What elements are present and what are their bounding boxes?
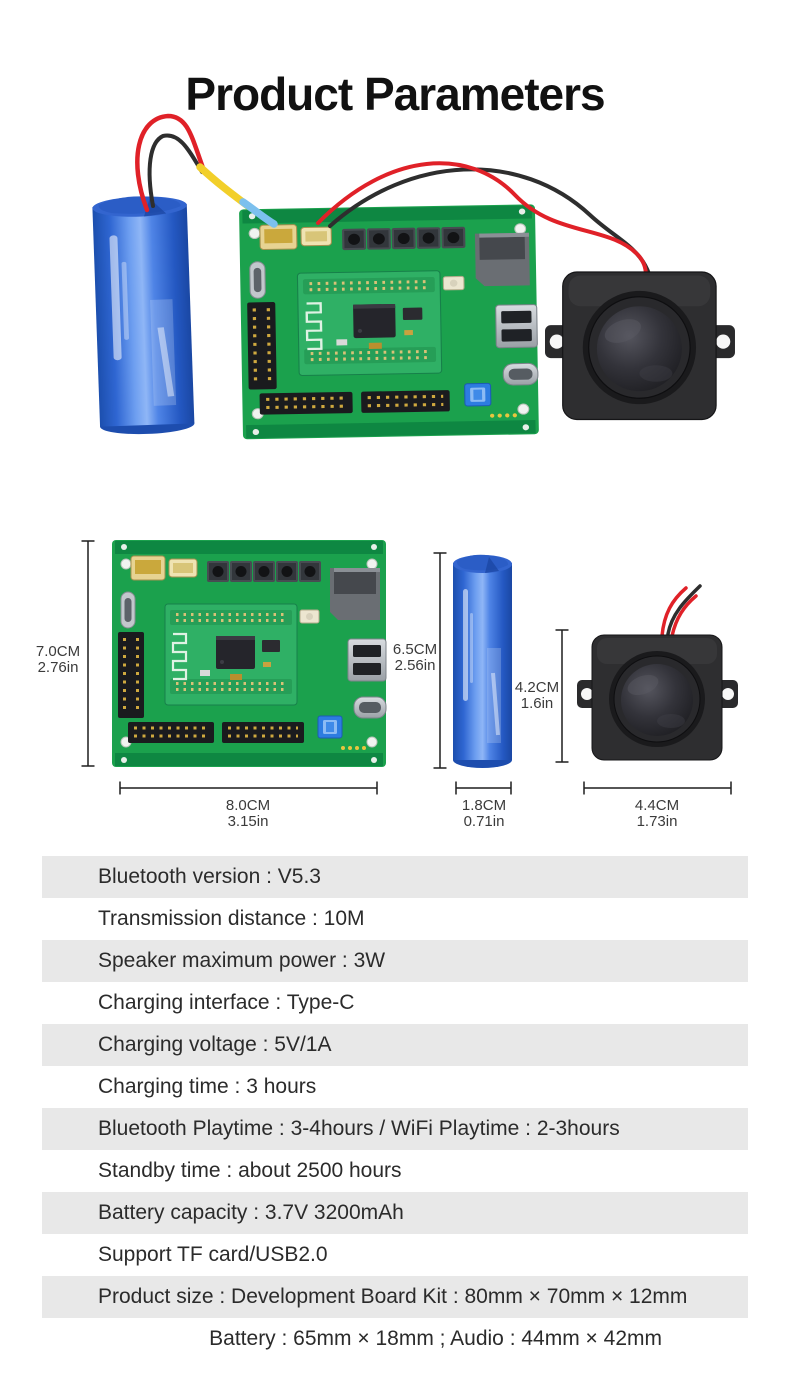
spec-row-transmission-distance: Transmission distance : 10M (42, 898, 748, 940)
spec-row-playtime: Bluetooth Playtime : 3-4hours / WiFi Pla… (42, 1108, 748, 1150)
speaker-leads (660, 584, 702, 638)
battery-photo (92, 195, 195, 436)
spec-row-charging-voltage: Charging voltage : 5V/1A (42, 1024, 748, 1066)
dev-board-diagram (110, 538, 388, 769)
speaker-height-label: 4.2CM 1.6in (514, 679, 560, 712)
spec-row-speaker-power: Speaker maximum power : 3W (42, 940, 748, 982)
battery-height-label: 6.5CM 2.56in (392, 641, 438, 674)
blue-sleeve (239, 198, 278, 228)
battery-red-wire (135, 113, 206, 213)
battery-width-dimension-line (455, 781, 512, 795)
spec-row-charging-time: Charging time : 3 hours (42, 1066, 748, 1108)
spec-row-tf-usb-support: Support TF card/USB2.0 (42, 1234, 748, 1276)
battery-width-label: 1.8CM 0.71in (461, 797, 507, 830)
speaker-diagram (576, 634, 739, 761)
spec-row-battery-capacity: Battery capacity : 3.7V 3200mAh (42, 1192, 748, 1234)
board-width-label: 8.0CM 3.15in (225, 797, 271, 830)
product-illustrations (81, 113, 739, 795)
speaker-red-wire (316, 161, 648, 298)
speaker-width-dimension-line (583, 781, 732, 795)
spec-row-product-size: Product size : Development Board Kit : 8… (42, 1276, 748, 1318)
speaker-photo (544, 271, 736, 421)
speaker-width-label: 4.4CM 1.73in (634, 797, 680, 830)
battery-height-dimension-line (433, 552, 447, 769)
page-title: Product Parameters (185, 68, 605, 120)
board-height-dimension-line (81, 540, 95, 767)
hero-photo (92, 113, 736, 441)
dev-board-photo (237, 202, 541, 441)
battery-diagram (451, 552, 514, 770)
board-width-dimension-line (119, 781, 378, 795)
spec-list: Bluetooth version : V5.3 Transmission di… (0, 856, 790, 1360)
speaker-height-dimension-line (555, 629, 569, 763)
spec-row-standby-time: Standby time : about 2500 hours (42, 1150, 748, 1192)
board-height-label: 7.0CM 2.76in (35, 643, 81, 676)
battery-black-wire (147, 133, 204, 208)
spec-row-bluetooth-version: Bluetooth version : V5.3 (42, 856, 748, 898)
wires (135, 113, 655, 298)
spec-row-charging-interface: Charging interface : Type-C (42, 982, 748, 1024)
spec-row-battery-audio-size: Battery : 65mm × 18mm ; Audio : 44mm × 4… (42, 1318, 748, 1360)
dimension-diagrams (81, 538, 739, 795)
